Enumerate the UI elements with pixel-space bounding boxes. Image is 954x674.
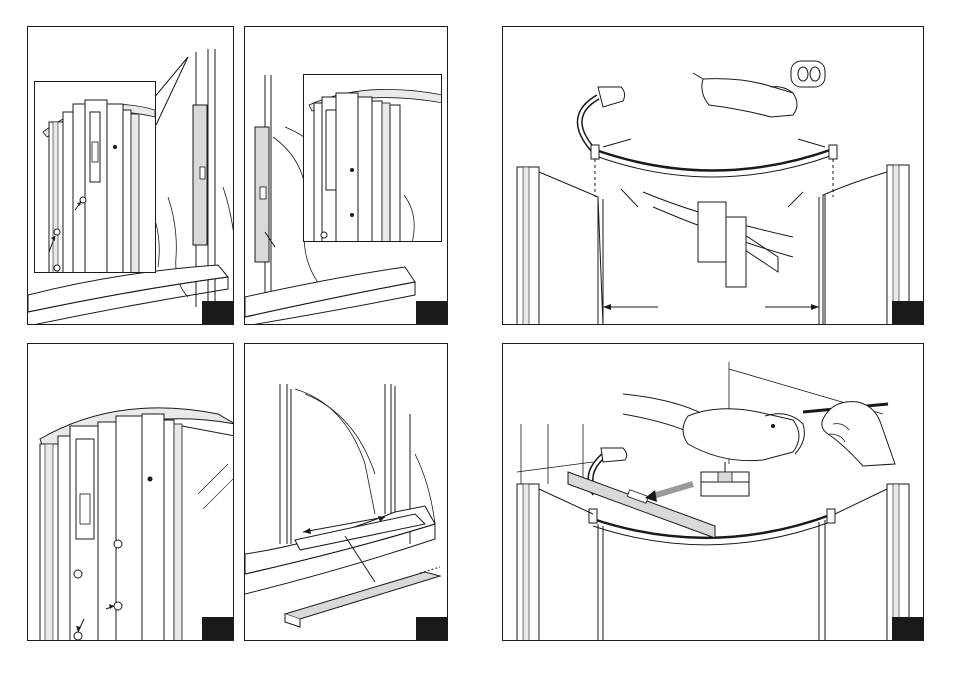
side-profile-detail [304, 75, 442, 242]
panel-5-illustration [245, 344, 448, 641]
step-number-badge [892, 617, 923, 640]
instruction-panel-6 [502, 343, 924, 641]
step-number-badge [202, 617, 233, 640]
curved-top-rail [593, 149, 833, 171]
panel-1-detail-inset [34, 81, 156, 273]
spirit-level-tool [568, 472, 715, 538]
instruction-panel-3 [502, 26, 924, 325]
instruction-panel-4 [27, 343, 234, 641]
instruction-panel-1 [27, 26, 234, 325]
step-number-badge [416, 301, 447, 324]
corner-post-detail [35, 82, 156, 273]
hand-icon [822, 402, 895, 466]
panel-6-illustration [503, 344, 924, 641]
panel-4-illustration [28, 344, 234, 641]
step-number-badge [202, 301, 233, 324]
panel-3-illustration [503, 27, 924, 325]
instruction-panel-2 [244, 26, 448, 325]
center-connector-block [698, 202, 726, 262]
instruction-panel-5 [244, 343, 448, 641]
elbow-bracket [702, 79, 797, 117]
step-number-badge [892, 301, 923, 324]
panel-2-detail-inset [303, 74, 442, 242]
bottom-seal-strip [285, 572, 440, 619]
wall-bracket [683, 409, 799, 461]
step-number-badge [416, 617, 447, 640]
